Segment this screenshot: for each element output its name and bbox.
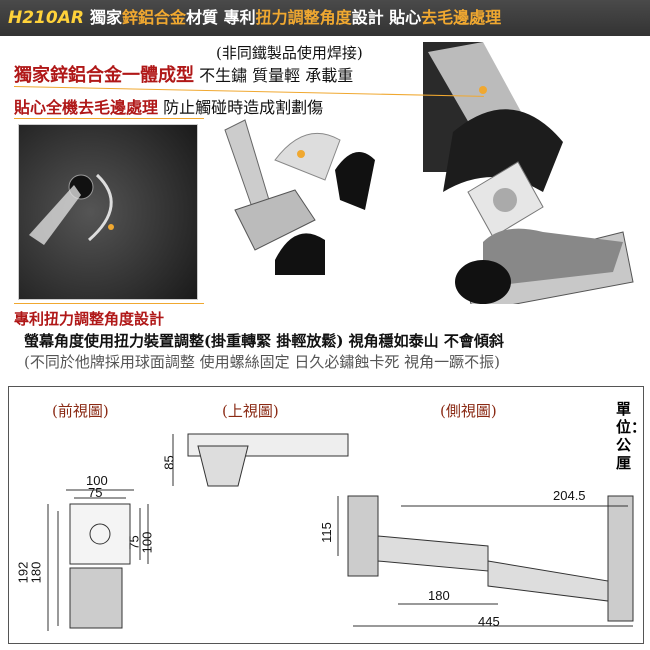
side-view-label: (側視圖) bbox=[440, 402, 497, 420]
header-highlight: 扭力調整角度 bbox=[255, 8, 352, 27]
header-text: 設計 貼心 bbox=[351, 8, 422, 27]
feature-1-text: 不生鏽 質量輕 承載重 bbox=[199, 66, 354, 85]
feature-1: 獨家鋅鋁合金一體成型 不生鏽 質量輕 承載重 bbox=[14, 61, 353, 87]
dim-front-width-outer: 100 bbox=[86, 473, 108, 488]
callout-line bbox=[14, 303, 204, 304]
feature-3-title: 專利扭力調整角度設計 bbox=[14, 310, 165, 328]
monitor-arm-illustration bbox=[423, 42, 634, 304]
feature-2: 貼心全機去毛邊處理 防止觸碰時造成割劃傷 bbox=[14, 94, 323, 118]
dim-top-depth: 85 bbox=[161, 455, 177, 470]
dim-front-width-inner: 75 bbox=[88, 485, 103, 500]
callout-line bbox=[14, 118, 204, 119]
model-name: H210AR bbox=[8, 8, 84, 28]
feature-2-text: 防止觸碰時造成割劃傷 bbox=[163, 98, 324, 117]
feature-2-title: 貼心全機去毛邊處理 bbox=[14, 98, 159, 117]
top-view-label: (上視圖) bbox=[222, 402, 279, 420]
dimension-drawings-box bbox=[8, 386, 644, 644]
feature-3-note: (不同於他牌採用球面調整 使用螺絲固定 日久必鏽蝕卡死 視角一蹶不振) bbox=[24, 353, 501, 371]
parts-illustration bbox=[224, 119, 375, 275]
dim-front-height-180: 180 bbox=[28, 561, 44, 584]
header-text: 材質 專利 bbox=[186, 8, 256, 27]
feature-3-text: 螢幕角度使用扭力裝置調整(掛重轉緊 掛輕放鬆) 視角穩如泰山 不會傾斜 bbox=[24, 332, 504, 350]
feature-1-title: 獨家鋅鋁合金一體成型 bbox=[14, 65, 194, 86]
header-highlight: 鋅鋁合金 bbox=[121, 8, 186, 27]
front-view-label: (前視圖) bbox=[52, 402, 109, 420]
technical-drawing bbox=[47, 433, 634, 631]
dim-side-total-length: 445 bbox=[478, 614, 500, 629]
header-highlight: 去毛邊處理 bbox=[421, 8, 502, 27]
dim-side-arm-length: 204.5 bbox=[553, 488, 586, 503]
dim-front-height-outer: 100 bbox=[139, 531, 155, 554]
dim-side-height: 115 bbox=[318, 522, 334, 543]
header-text: 獨家 bbox=[89, 8, 122, 27]
dim-side-180: 180 bbox=[428, 588, 450, 603]
torque-knob-illustration bbox=[29, 173, 114, 245]
arm-photo bbox=[423, 42, 645, 304]
header-banner: H210AR 獨家鋅鋁合金材質 專利扭力調整角度設計 貼心去毛邊處理 bbox=[0, 0, 650, 36]
torque-photo bbox=[18, 124, 198, 300]
feature-note: (非同鐵製品使用焊接) bbox=[216, 44, 363, 62]
